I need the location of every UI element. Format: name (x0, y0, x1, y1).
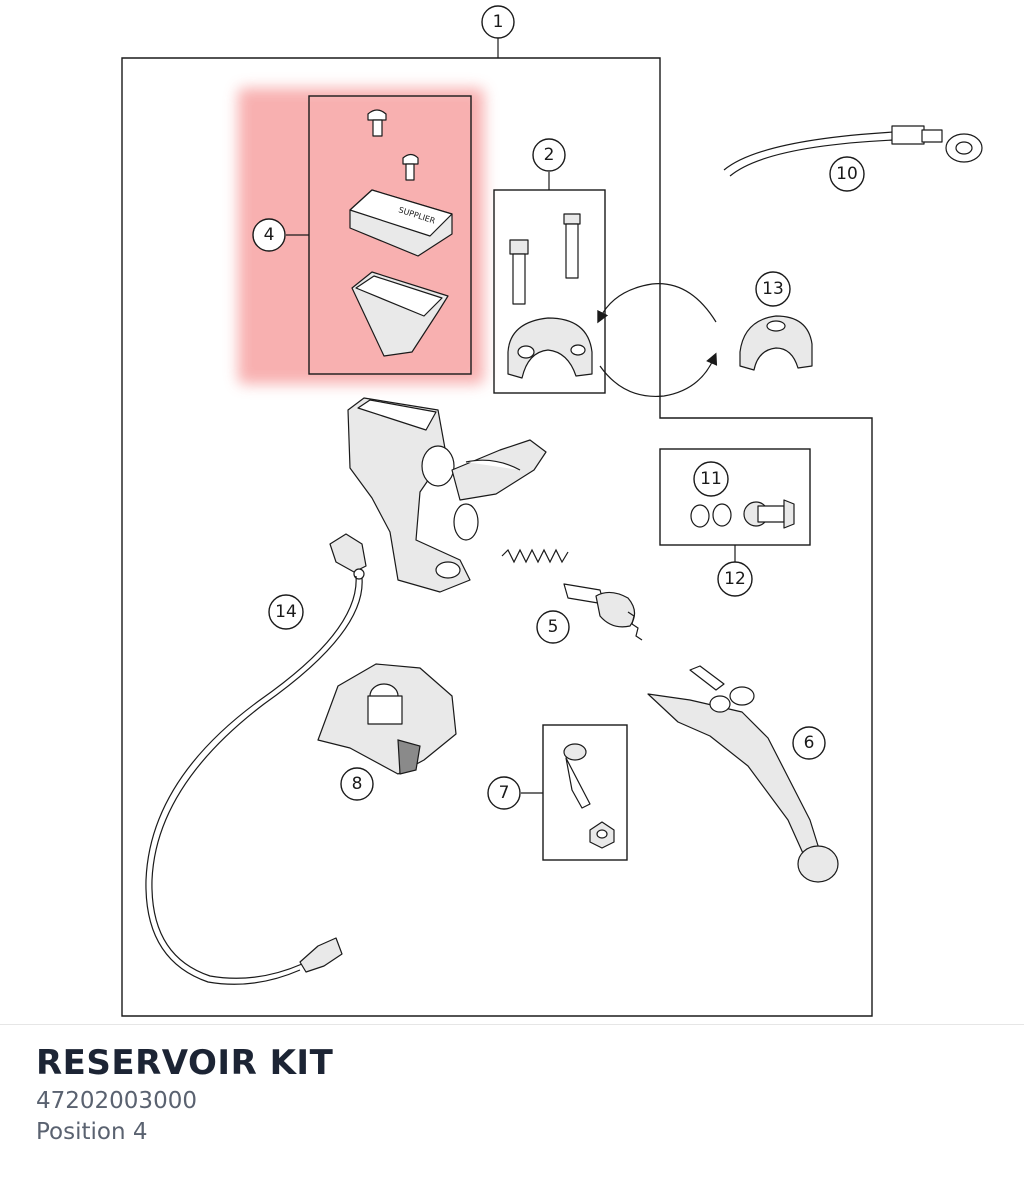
piston-spring-part[interactable] (501, 548, 643, 641)
callout-2[interactable]: 2 (532, 138, 566, 172)
part-title: RESERVOIR KIT (36, 1043, 334, 1083)
part-position: Position 4 (36, 1119, 148, 1145)
part-number: 47202003000 (36, 1088, 197, 1114)
alt-clamp-part[interactable] (739, 315, 813, 371)
callout-5-label: 5 (548, 617, 559, 637)
callout-10[interactable]: 10 (829, 156, 865, 192)
callout-8[interactable]: 8 (340, 767, 374, 801)
callout-8-label: 8 (352, 774, 363, 794)
callout-4-label: 4 (264, 225, 275, 245)
brake-lever-part[interactable] (647, 665, 839, 883)
callout-6[interactable]: 6 (792, 726, 826, 760)
adjuster-screw-parts[interactable] (563, 743, 615, 849)
brake-line-part[interactable] (723, 125, 983, 177)
callout-14-label: 14 (275, 602, 297, 622)
reservoir-kit-parts[interactable]: SUPPLIER (349, 109, 453, 357)
callout-11-label: 11 (700, 469, 722, 489)
seal-kit-box[interactable] (659, 448, 811, 546)
callout-12[interactable]: 12 (717, 561, 753, 597)
caption-divider (0, 1024, 1024, 1025)
callout-10-label: 10 (836, 164, 858, 184)
assembly-frame (121, 57, 873, 1017)
callout-13[interactable]: 13 (755, 271, 791, 307)
callout-5[interactable]: 5 (536, 610, 570, 644)
banjo-seal-parts[interactable] (690, 499, 795, 529)
callout-14[interactable]: 14 (268, 594, 304, 630)
callout-12-label: 12 (724, 569, 746, 589)
callout-1[interactable]: 1 (481, 5, 515, 39)
callout-7[interactable]: 7 (487, 776, 521, 810)
swap-arrows-icon (597, 283, 718, 398)
exploded-parts-diagram: SUPPLIER (121, 5, 983, 1017)
part-caption: RESERVOIR KIT 47202003000 Position 4 (36, 1040, 333, 1148)
master-cylinder-body[interactable] (347, 397, 547, 593)
switch-cable-part[interactable] (145, 533, 367, 985)
callout-7-label: 7 (499, 783, 510, 803)
callout-11[interactable]: 11 (693, 461, 729, 497)
callout-13-label: 13 (762, 279, 784, 299)
master-cylinder-cover[interactable] (317, 663, 457, 775)
callout-4[interactable]: 4 (252, 218, 286, 252)
callout-1-label: 1 (493, 12, 504, 32)
handlebar-clamp-parts[interactable] (507, 213, 593, 379)
callout-2-label: 2 (544, 145, 555, 165)
callout-6-label: 6 (804, 733, 815, 753)
